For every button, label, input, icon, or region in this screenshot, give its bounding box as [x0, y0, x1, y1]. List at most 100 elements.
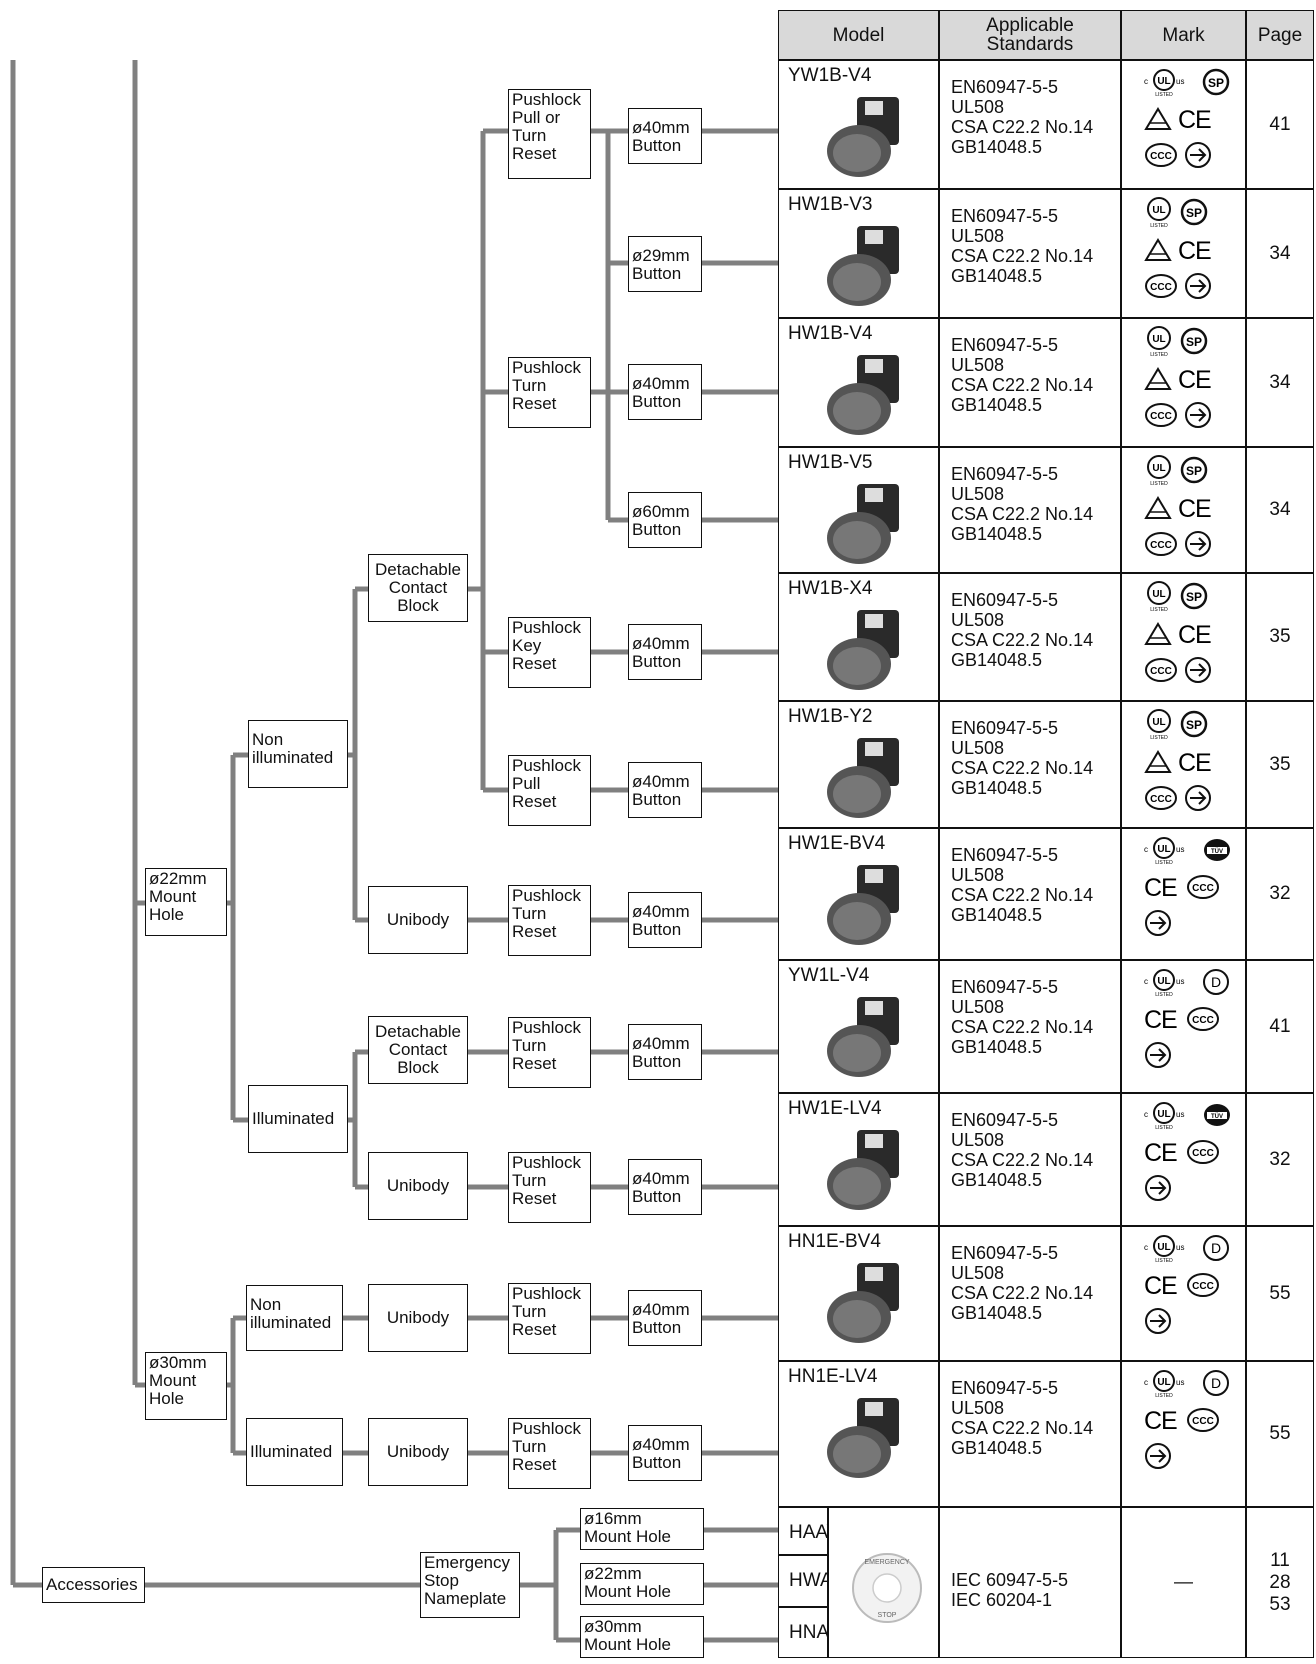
button-40-b-box: ø40mm Button — [628, 364, 702, 420]
ul-listed-icon: ULLISTED — [1144, 454, 1174, 491]
svg-text:E: E — [1195, 106, 1212, 132]
ce-icon: CE — [1178, 621, 1214, 652]
svg-text:LISTED: LISTED — [1155, 1258, 1173, 1263]
hole-16-label: ø16mm Mount Hole — [584, 1510, 700, 1546]
ccc-icon: CCC — [1186, 1272, 1220, 1303]
svg-text:c: c — [1144, 1243, 1148, 1252]
model-label: HW1B-X4 — [788, 578, 872, 600]
mark-cell: ULLISTEDSPCECCC — [1121, 701, 1246, 828]
svg-text:UL: UL — [1152, 205, 1165, 216]
c-ul-us-listed-icon: cULusLISTED — [1144, 967, 1196, 1002]
svg-text:c: c — [1144, 1110, 1148, 1119]
mount-30mm-label: ø30mm Mount Hole — [149, 1354, 223, 1408]
arrow-circle-icon — [1144, 1174, 1172, 1207]
svg-text:TÜV: TÜV — [1211, 1113, 1223, 1120]
svg-text:LISTED: LISTED — [1155, 992, 1173, 997]
product-photo-icon — [817, 730, 927, 831]
svg-text:E: E — [1161, 874, 1178, 900]
csa-icon: SP — [1180, 582, 1208, 615]
standards-cell: EN60947-5-5 UL508 CSA C22.2 No.14 GB1404… — [939, 573, 1121, 701]
non-illuminated-label: Non illuminated — [252, 731, 344, 767]
product-photo-icon — [817, 218, 927, 319]
svg-text:us: us — [1176, 977, 1184, 986]
page-cell: 35 — [1246, 573, 1314, 701]
mount-22mm-label: ø22mm Mount Hole — [149, 870, 223, 924]
unibody-ill-box: Unibody — [368, 1152, 468, 1220]
acc-model-3: HNAV — [778, 1607, 828, 1658]
svg-text:us: us — [1176, 845, 1184, 854]
arrow-circle-icon — [1144, 909, 1172, 942]
product-photo-icon — [817, 1255, 927, 1356]
svg-text:D: D — [1211, 974, 1221, 990]
ul-listed-icon: UL LISTED — [1144, 196, 1174, 233]
ccc-icon: CCC — [1186, 874, 1220, 905]
delta-icon — [1144, 749, 1172, 780]
nameplate-label: Emergency Stop Nameplate — [424, 1554, 516, 1608]
model-label: HW1B-V5 — [788, 452, 872, 474]
delta-icon — [1144, 621, 1172, 652]
reset-turn-ill2-box: Pushlock Turn Reset — [508, 1152, 591, 1223]
ccc-icon: CCC — [1144, 531, 1178, 562]
acc-page: 11 28 53 — [1246, 1507, 1314, 1658]
acc-model-2: HWAV — [778, 1555, 828, 1607]
svg-text:C: C — [1144, 1006, 1162, 1032]
emergency-stop-nameplate-icon: EMERGENCY STOP — [829, 1508, 940, 1659]
svg-text:E: E — [1195, 749, 1212, 775]
hole-30-box: ø30mm Mount Hole — [580, 1616, 704, 1658]
plate-text-bottom: STOP — [878, 1612, 897, 1619]
model-label: HW1B-V4 — [788, 323, 872, 345]
arrow-circle-icon — [1144, 1041, 1172, 1074]
ce-icon: CE — [1178, 749, 1214, 780]
model-cell: YW1B-V4 — [778, 60, 939, 189]
unibody-30-non-box: Unibody — [368, 1284, 468, 1352]
model-label: HN1E-LV4 — [788, 1366, 877, 1388]
reset-pull-box: Pushlock Pull Reset — [508, 755, 591, 826]
ccc-icon: CCC — [1186, 1407, 1220, 1438]
page-cell: 34 — [1246, 189, 1314, 318]
model-label: HW1B-Y2 — [788, 706, 872, 728]
tuv-icon: TÜV — [1202, 1102, 1232, 1133]
product-photo-icon — [817, 602, 927, 703]
c-ul-us-listed-icon: cULusLISTED — [1144, 835, 1196, 870]
svg-text:LISTED: LISTED — [1150, 735, 1168, 740]
ccc-icon: CCC — [1186, 1006, 1220, 1037]
button-60-box: ø60mm Button — [628, 492, 702, 548]
reset-turn-unibody-box: Pushlock Turn Reset — [508, 885, 591, 956]
standards-cell: EN60947-5-5 UL508 CSA C22.2 No.14 GB1404… — [939, 318, 1121, 447]
svg-text:E: E — [1161, 1407, 1178, 1433]
button-60-label: ø60mm Button — [632, 503, 698, 539]
csa-icon: SP — [1180, 710, 1208, 743]
button-40-f-box: ø40mm Button — [628, 1024, 702, 1080]
standards-cell: EN60947-5-5 UL508 CSA C22.2 No.14 GB1404… — [939, 701, 1121, 828]
reset-pull-turn-box: Pushlock Pull or Turn Reset — [508, 89, 591, 179]
ccc-icon: CCC — [1144, 142, 1178, 173]
product-photo-icon — [817, 857, 927, 958]
hole-22-label: ø22mm Mount Hole — [584, 1565, 700, 1601]
acc-standards: IEC 60947-5-5 IEC 60204-1 — [939, 1507, 1121, 1658]
standards-cell: EN60947-5-5 UL508 CSA C22.2 No.14 GB1404… — [939, 1361, 1121, 1507]
non-illuminated-30-label: Non illuminated — [250, 1296, 339, 1332]
arrow-circle-icon — [1184, 141, 1212, 174]
svg-text:SP: SP — [1186, 464, 1202, 478]
model-cell: HW1B-V3 — [778, 189, 939, 318]
svg-text:CCC: CCC — [1150, 540, 1172, 551]
ce-icon: CE — [1144, 1139, 1180, 1170]
model-cell: YW1L-V4 — [778, 960, 939, 1093]
nameplate-box: Emergency Stop Nameplate — [420, 1552, 520, 1618]
svg-text:LISTED: LISTED — [1150, 481, 1168, 486]
button-40-h-box: ø40mm Button — [628, 1290, 702, 1346]
page-cell: 34 — [1246, 447, 1314, 573]
button-40-d-box: ø40mm Button — [628, 762, 702, 818]
svg-text:LISTED: LISTED — [1150, 223, 1168, 228]
ccc-icon: CCC — [1144, 273, 1178, 304]
svg-text:CCC: CCC — [1150, 411, 1172, 422]
page-cell: 41 — [1246, 60, 1314, 189]
svg-text:D: D — [1211, 1375, 1221, 1391]
model-label: YW1L-V4 — [788, 965, 869, 987]
c-ul-us-listed-icon: cULusLISTED — [1144, 67, 1196, 102]
page-cell: 55 — [1246, 1361, 1314, 1507]
svg-text:us: us — [1176, 1243, 1184, 1252]
